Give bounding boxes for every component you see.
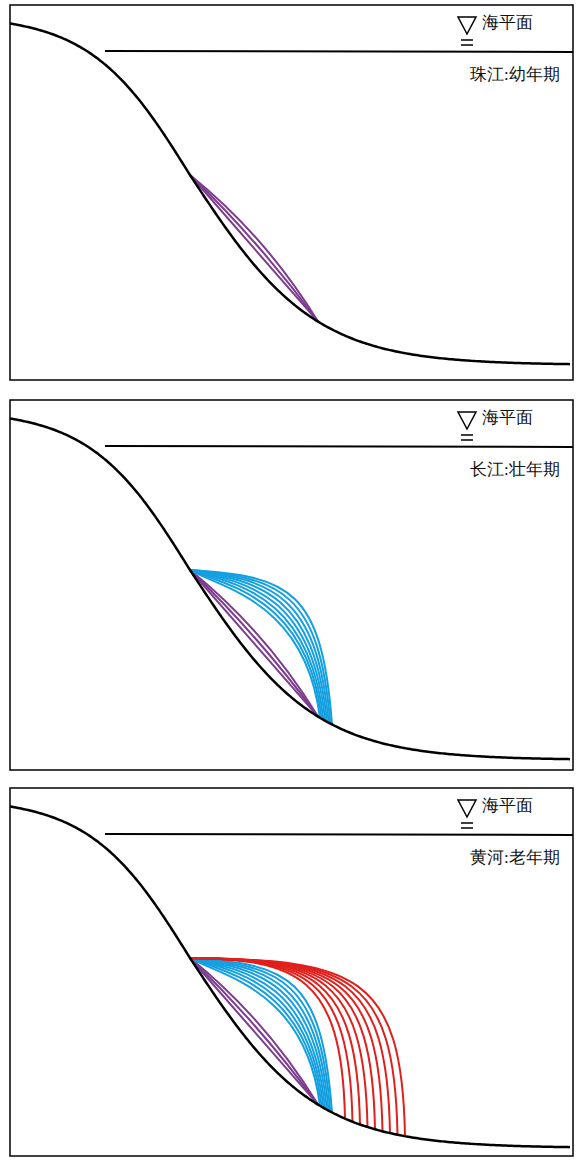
water-level-symbol	[458, 17, 476, 34]
delta-layer	[190, 570, 320, 718]
profile-panel	[10, 400, 573, 770]
delta-layer	[190, 958, 390, 1133]
profile-panel	[10, 5, 573, 380]
delta-layer	[190, 570, 323, 720]
stage-label: 珠江:幼年期	[470, 65, 560, 85]
delta-layer	[190, 175, 318, 322]
water-level-symbol	[461, 435, 473, 440]
sea-level-line	[105, 834, 573, 835]
sea-level-line	[105, 446, 573, 447]
sea-level-line	[105, 51, 573, 52]
water-level-symbol	[461, 40, 473, 45]
delta-layer	[190, 175, 318, 322]
delta-layer	[190, 958, 325, 1109]
delta-layer	[190, 958, 332, 1112]
seabed-profile	[10, 807, 570, 1148]
seabed-profile	[10, 419, 570, 760]
delta-layer	[190, 570, 327, 722]
water-level-symbol	[458, 412, 476, 429]
water-level-symbol	[461, 823, 473, 828]
seabed-profile	[10, 24, 570, 365]
panel-frame	[10, 5, 573, 380]
delta-layer	[190, 958, 405, 1136]
delta-layer	[190, 958, 330, 1112]
delta-layer	[190, 570, 325, 721]
stage-label: 长江:壮年期	[470, 460, 560, 480]
stage-label: 黄河:老年期	[470, 848, 560, 868]
delta-layer	[190, 570, 332, 724]
delta-layer	[190, 175, 318, 322]
delta-layer	[190, 570, 330, 724]
water-level-symbol	[458, 800, 476, 817]
delta-layer	[190, 570, 329, 723]
sea-level-label: 海平面	[482, 796, 533, 816]
panel-frame	[10, 400, 573, 770]
panel-frame	[10, 788, 573, 1156]
delta-layer	[190, 958, 398, 1135]
profile-panel	[10, 788, 573, 1156]
sea-level-label: 海平面	[482, 13, 533, 33]
delta-layer	[190, 958, 323, 1108]
sea-level-label: 海平面	[482, 408, 533, 428]
